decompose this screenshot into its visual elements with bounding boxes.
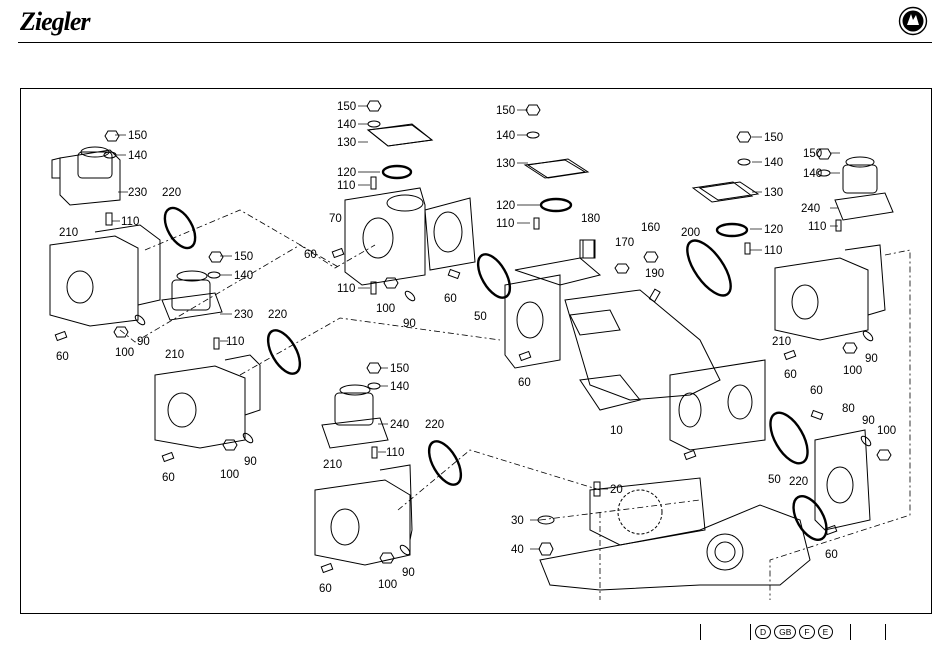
callout-90: 90: [403, 318, 416, 330]
callout-150: 150: [390, 363, 409, 375]
callout-20: 20: [610, 484, 623, 496]
language-e[interactable]: E: [818, 625, 834, 639]
callout-240: 240: [390, 419, 409, 431]
callout-60: 60: [56, 351, 69, 363]
callout-140: 140: [390, 381, 409, 393]
language-selector: D GB F E: [755, 625, 833, 639]
page-footer: D GB F E: [0, 618, 950, 660]
callout-210: 210: [165, 349, 184, 361]
callout-90: 90: [137, 336, 150, 348]
callout-120: 120: [496, 200, 515, 212]
callout-130: 130: [337, 137, 356, 149]
valve-tee-70: [345, 125, 475, 294]
callout-150: 150: [496, 105, 515, 117]
footer-divider: [700, 624, 701, 640]
callout-210: 210: [772, 336, 791, 348]
callout-140: 140: [496, 130, 515, 142]
callout-220: 220: [162, 187, 181, 199]
callout-110: 110: [226, 336, 244, 348]
callout-90: 90: [244, 456, 257, 468]
callout-230: 230: [234, 309, 253, 321]
language-gb[interactable]: GB: [774, 625, 796, 639]
language-f[interactable]: F: [799, 625, 814, 639]
callout-210: 210: [323, 459, 342, 471]
footer-divider: [850, 624, 851, 640]
callout-150: 150: [128, 130, 147, 142]
callout-40: 40: [511, 544, 524, 556]
callout-90: 90: [865, 353, 878, 365]
callout-60: 60: [319, 583, 332, 595]
callout-60: 60: [444, 293, 457, 305]
callout-110: 110: [764, 245, 782, 257]
callout-110: 110: [496, 218, 514, 230]
callout-labels: 150 140 230 220 110 210 60 100 90 150 14…: [56, 101, 896, 595]
callout-240: 240: [801, 203, 820, 215]
callout-100: 100: [843, 365, 862, 377]
callout-140: 140: [234, 270, 253, 282]
callout-70: 70: [329, 213, 342, 225]
callout-130: 130: [764, 187, 783, 199]
manifold-body-10: [505, 160, 765, 450]
callout-110: 110: [121, 216, 139, 228]
callout-30: 30: [511, 515, 524, 527]
callout-50: 50: [768, 474, 781, 486]
callout-140: 140: [337, 119, 356, 131]
valve-assembly-right: [775, 157, 893, 340]
callout-110: 110: [386, 447, 404, 459]
callout-10: 10: [610, 425, 623, 437]
callout-150: 150: [337, 101, 356, 113]
language-d[interactable]: D: [755, 625, 771, 639]
assembly-lines: [120, 210, 910, 600]
callout-140: 140: [128, 150, 147, 162]
callout-110: 110: [337, 283, 355, 295]
callout-80: 80: [842, 403, 855, 415]
callout-60: 60: [825, 549, 838, 561]
callout-150: 150: [803, 148, 822, 160]
callout-210: 210: [59, 227, 78, 239]
callout-190: 190: [645, 268, 664, 280]
callout-200: 200: [681, 227, 700, 239]
fasteners: [55, 101, 891, 573]
callout-230: 230: [128, 187, 147, 199]
callout-170: 170: [615, 237, 634, 249]
callout-140: 140: [764, 157, 783, 169]
callout-120: 120: [764, 224, 783, 236]
callout-60: 60: [304, 249, 317, 261]
callout-150: 150: [234, 251, 253, 263]
callout-110: 110: [808, 221, 826, 233]
callout-90: 90: [402, 567, 415, 579]
callout-220: 220: [789, 476, 808, 488]
callout-60: 60: [518, 377, 531, 389]
footer-divider: [750, 624, 751, 640]
callout-100: 100: [115, 347, 134, 359]
callout-100: 100: [220, 469, 239, 481]
callout-130: 130: [496, 158, 515, 170]
callout-140: 140: [803, 168, 822, 180]
valve-assembly-lower-center: [315, 385, 412, 565]
callout-100: 100: [378, 579, 397, 591]
leader-lines: [112, 106, 840, 549]
callout-60: 60: [784, 369, 797, 381]
callout-90: 90: [862, 415, 875, 427]
callout-180: 180: [581, 213, 600, 225]
footer-divider: [885, 624, 886, 640]
callout-60: 60: [810, 385, 823, 397]
callout-220: 220: [268, 309, 287, 321]
callout-150: 150: [764, 132, 783, 144]
callout-100: 100: [877, 425, 896, 437]
callout-220: 220: [425, 419, 444, 431]
callout-160: 160: [641, 222, 660, 234]
callout-50: 50: [474, 311, 487, 323]
callout-110: 110: [337, 180, 355, 192]
callout-60: 60: [162, 472, 175, 484]
callout-100: 100: [376, 303, 395, 315]
callout-120: 120: [337, 167, 356, 179]
